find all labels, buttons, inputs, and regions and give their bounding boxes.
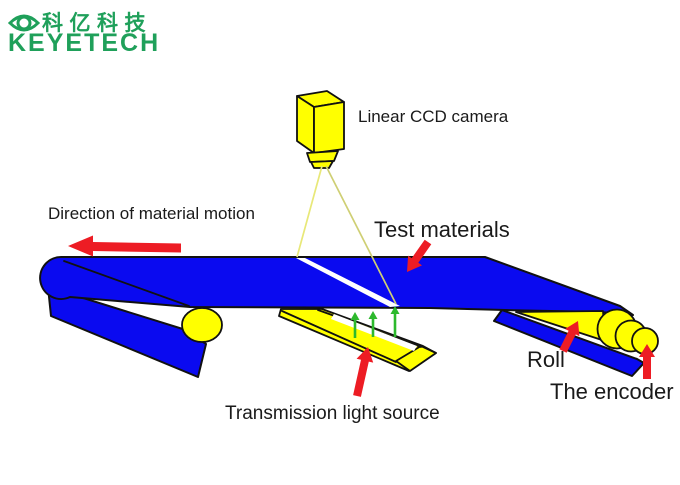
direction-arrow bbox=[68, 235, 181, 257]
light-source-end-cap bbox=[395, 345, 437, 372]
left-roller bbox=[181, 307, 223, 343]
belt-left-fold-line bbox=[63, 260, 190, 307]
encoder-arrow bbox=[639, 344, 655, 379]
logo-latin-text: KEYETECH bbox=[8, 29, 160, 57]
label-linear-ccd-camera: Linear CCD camera bbox=[358, 107, 509, 126]
light-ray-right bbox=[325, 165, 397, 305]
camera-side-face bbox=[296, 95, 315, 154]
eye-icon bbox=[7, 14, 41, 32]
light-ray-left bbox=[296, 165, 323, 258]
green-arrow-2 bbox=[368, 311, 378, 337]
label-transmission-light-source: Transmission light source bbox=[225, 403, 440, 424]
belt-top-surface bbox=[39, 255, 634, 316]
green-arrow-3 bbox=[390, 306, 400, 337]
green-light-arrows bbox=[350, 306, 400, 338]
camera-light-rays bbox=[296, 165, 397, 305]
camera-lens-upper bbox=[306, 150, 339, 163]
label-roll: Roll bbox=[527, 347, 565, 372]
camera-front-face bbox=[313, 101, 345, 154]
belt-lower-left-band bbox=[47, 286, 207, 378]
light-source-arrow bbox=[353, 347, 374, 397]
roll-arrow bbox=[559, 321, 580, 353]
logo-chinese-text: 科亿科技 bbox=[42, 11, 152, 35]
label-direction: Direction of material motion bbox=[48, 204, 255, 223]
camera-lens-lower bbox=[310, 160, 334, 169]
green-arrow-1 bbox=[350, 312, 360, 338]
test-materials-arrow bbox=[407, 239, 432, 272]
ccd-camera bbox=[296, 90, 345, 169]
scan-line bbox=[296, 258, 400, 307]
label-test-materials: Test materials bbox=[374, 217, 510, 242]
logo: 科亿科技 KEYETECH bbox=[7, 11, 160, 57]
label-the-encoder: The encoder bbox=[550, 379, 674, 404]
